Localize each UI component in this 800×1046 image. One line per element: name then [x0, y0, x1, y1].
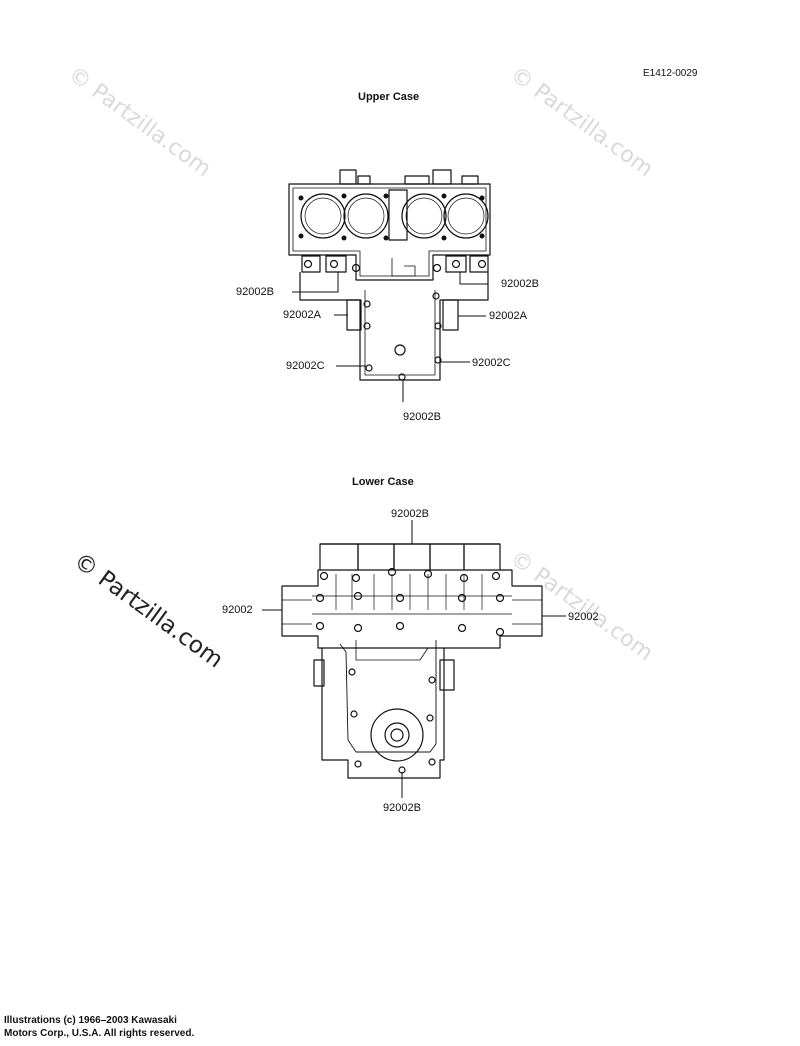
upper-label-92002a-left: 92002A [283, 309, 321, 321]
diagram-code: E1412-0029 [643, 68, 698, 79]
lower-label-92002b-bottom: 92002B [383, 802, 421, 814]
upper-case-title: Upper Case [358, 91, 420, 103]
upper-label-92002b-right: 92002B [501, 278, 539, 290]
credit-line-1: Illustrations (c) 1966–2003 Kawasaki [4, 1015, 177, 1026]
copyright-credit: Illustrations (c) 1966–2003 Kawasaki Mot… [4, 1014, 194, 1040]
lower-label-92002-left: 92002 [222, 604, 253, 616]
lower-label-92002-right: 92002 [568, 611, 599, 623]
upper-label-92002b-bottom: 92002B [403, 411, 441, 423]
credit-line-2: Motors Corp., U.S.A. All rights reserved… [4, 1028, 195, 1039]
lower-case-drawing [262, 520, 566, 798]
lower-case-title: Lower Case [352, 476, 414, 488]
upper-label-92002a-right: 92002A [489, 310, 527, 322]
upper-label-92002c-right: 92002C [472, 357, 511, 369]
upper-label-92002b-left: 92002B [236, 286, 274, 298]
upper-case-drawing [288, 169, 491, 402]
lower-label-92002b-top: 92002B [391, 508, 429, 520]
upper-label-92002c-left: 92002C [286, 360, 325, 372]
